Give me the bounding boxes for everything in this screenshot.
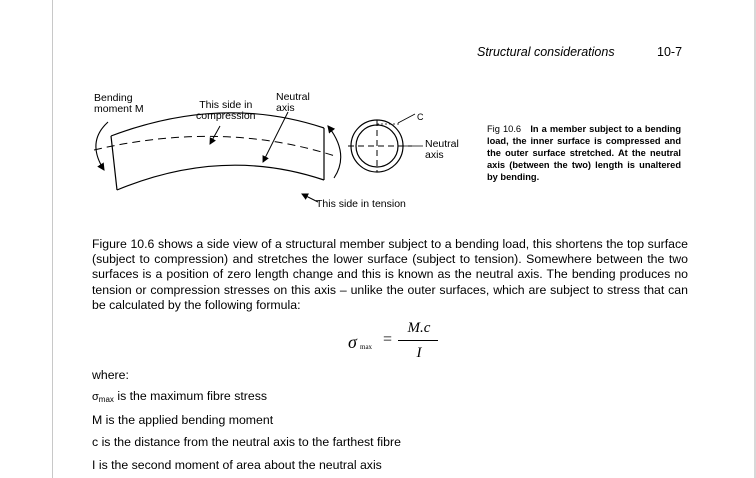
definition-symbol: σ <box>92 391 99 403</box>
beam-bottom-surface <box>116 164 325 191</box>
c-label: C <box>417 112 424 122</box>
compression-side-label: This side in compression <box>196 99 256 122</box>
header-section-title: Structural considerations <box>477 45 615 59</box>
caption-text: In a member subject to a bending load, t… <box>487 124 682 182</box>
formula-subscript: max <box>360 343 373 351</box>
left-moment-arrow <box>95 121 109 171</box>
beam-neutral-axis <box>93 135 336 157</box>
compression-leader <box>209 125 221 145</box>
header-page-number: 10-7 <box>657 45 683 59</box>
body-paragraph: Figure 10.6 shows a side view of a struc… <box>92 237 688 312</box>
figure-number: Fig 10.6 <box>487 124 522 134</box>
neutral-axis-label-right: Neutral axis <box>425 138 459 161</box>
formula-equals: = <box>383 331 393 348</box>
beam-top-surface <box>110 112 325 137</box>
bending-diagram <box>93 111 423 203</box>
definitions-intro: where: <box>92 368 129 382</box>
stress-formula: σ max = M.c I <box>348 319 448 371</box>
formula-denominator: I <box>416 345 422 361</box>
definition-m: M is the applied bending moment <box>92 413 274 427</box>
neutral-axis-leader <box>262 111 289 163</box>
neutral-axis-label-left: Neutral axis <box>276 91 310 114</box>
definition-sigma-max: σmax is the maximum fibre stress <box>92 389 267 404</box>
formula-numerator: M.c <box>407 320 431 336</box>
bending-moment-label: Bending moment M <box>94 92 144 115</box>
beam-left-end <box>110 135 118 191</box>
tension-side-label: This side in tension <box>316 198 406 210</box>
figure-caption: Fig 10.6 In a member subject to a bendin… <box>487 123 681 183</box>
tension-leader <box>301 193 319 203</box>
right-moment-arrow <box>327 125 342 179</box>
formula-fraction-bar <box>398 340 438 341</box>
definition-i: I is the second moment of area about the… <box>92 458 382 472</box>
formula-sigma: σ <box>348 332 357 352</box>
definition-c: c is the distance from the neutral axis … <box>92 435 401 449</box>
definition-subscript: max <box>98 395 114 404</box>
definition-text: is the maximum fibre stress <box>113 389 267 403</box>
page-margin-line <box>52 0 53 478</box>
window-right-edge <box>754 0 756 478</box>
c-leader <box>397 113 416 124</box>
